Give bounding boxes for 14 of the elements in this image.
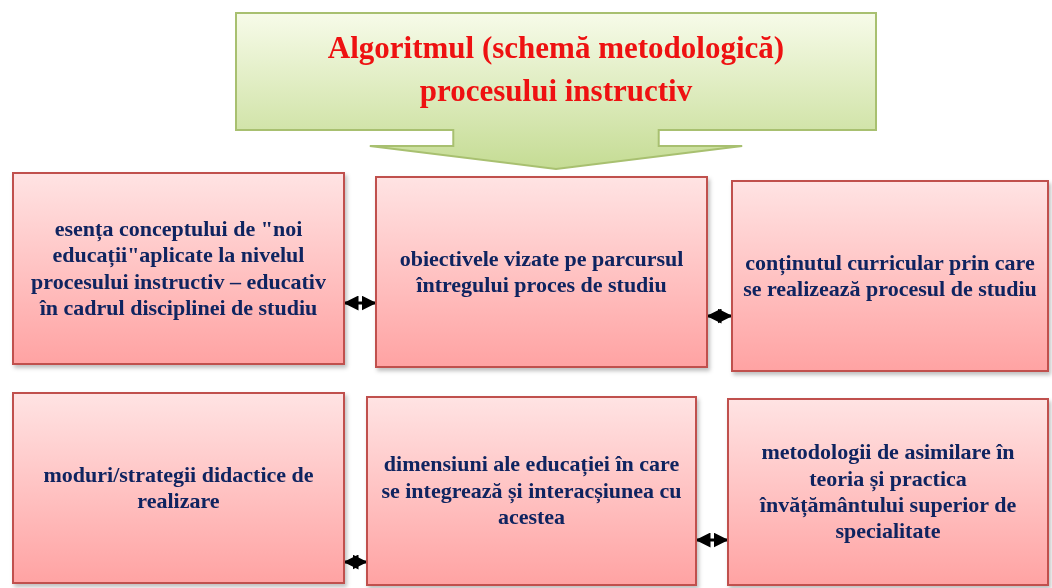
box-text: metodologii de asimilare în teoria și practica învățământului superior de specialitate — [758, 439, 1018, 545]
box-text: esența conceptului de "noi educații"aplicate la nivelul procesului instructiv – educativ în cadrul disciplinei de studiu — [30, 215, 327, 322]
title-arrow-callout — [235, 12, 877, 170]
box-text: conținutul curricular prin care se realizează procesul de studiu — [743, 249, 1037, 303]
process-box — [12, 392, 345, 584]
process-box — [12, 172, 345, 365]
title-text: Algoritmul (schemă metodologică) procesului instructiv — [326, 29, 786, 111]
process-box — [375, 176, 708, 368]
process-box — [366, 396, 697, 586]
box-text: obiectivele vizate pe parcursul întregului proces de studiu — [398, 245, 685, 299]
box-text: dimensiuni ale educației în care se integrează și interacșiunea cu acestea — [380, 451, 683, 531]
process-box — [727, 398, 1049, 586]
process-box — [731, 180, 1049, 372]
box-text: moduri/strategii didactice de realizare — [42, 461, 315, 515]
